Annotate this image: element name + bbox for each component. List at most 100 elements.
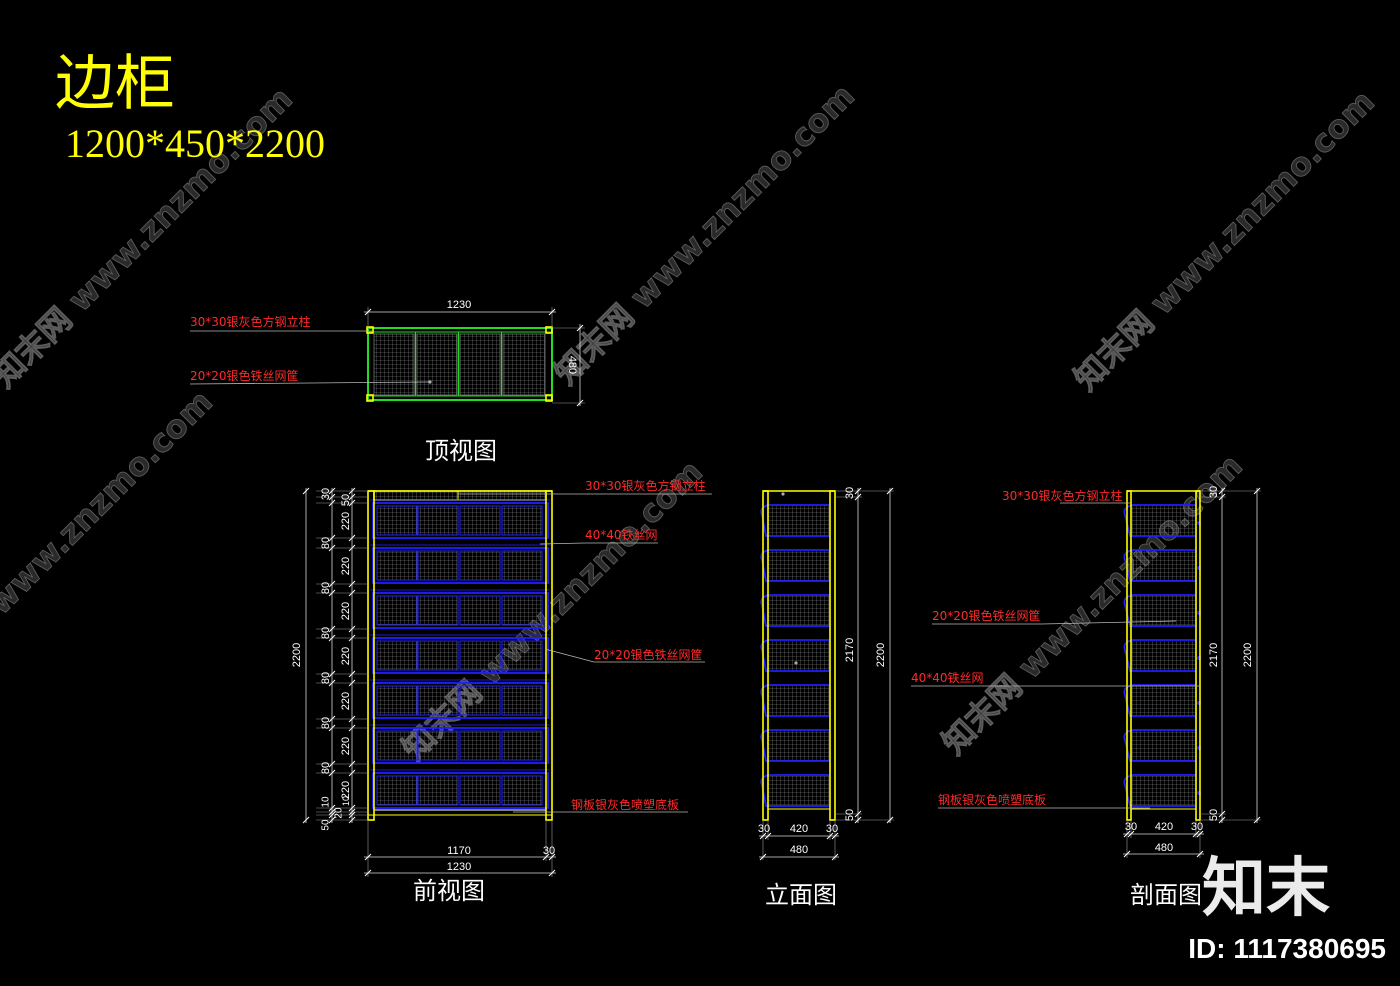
elevation-height-dim: 2200 — [875, 643, 887, 667]
section-basket-mesh — [1132, 731, 1195, 761]
front-basket-mesh-cell — [376, 775, 418, 806]
section-bottom-dim-inner: 420 — [1155, 821, 1173, 833]
elevation-view-label: 立面图 — [765, 881, 837, 909]
dim-tick — [542, 853, 550, 861]
elevation-bottom-dim-post: 30 — [826, 823, 838, 835]
section-height-dim: 2200 — [1242, 643, 1254, 667]
front-left-dim: 20 — [334, 807, 345, 819]
dim-tick — [548, 853, 556, 861]
section-callout-plate: 钢板银灰色喷塑底板 — [938, 792, 1046, 807]
dim-tick — [1253, 487, 1261, 495]
front-view: 2200 30 50 220 80 220 80 220 80 220 80 2… — [291, 478, 712, 905]
top-view-post — [545, 326, 553, 334]
dim-tick — [854, 810, 862, 818]
section-top-dim: 30 — [1208, 486, 1220, 498]
section-bottom-dim: 50 — [1208, 809, 1220, 821]
elevation-center-mark — [794, 661, 798, 665]
dim-tick — [576, 324, 584, 332]
front-bottom-inner-dim: 1170 — [447, 845, 471, 857]
dim-tick — [1196, 830, 1204, 838]
dim-tick — [854, 487, 862, 495]
top-view-label: 顶视图 — [425, 437, 497, 465]
drawing-id: ID: 1117380695 — [1188, 933, 1386, 964]
elevation-basket-mesh — [768, 506, 829, 536]
elevation-basket-group — [760, 504, 829, 807]
front-basket — [372, 592, 549, 629]
elevation-bottom-dim: 50 — [844, 809, 856, 821]
front-bottom-total-dim: 1230 — [447, 861, 471, 873]
front-basket-mesh-cell — [417, 595, 459, 626]
dim-tick — [1218, 487, 1226, 495]
dim-tick — [759, 832, 767, 840]
section-basket-mesh — [1132, 551, 1195, 581]
front-basket-mesh-cell — [376, 550, 418, 581]
dim-tick — [1253, 816, 1261, 824]
front-basket-mesh-cell — [376, 685, 418, 716]
front-left-dim: 80 — [320, 717, 332, 729]
front-left-dim: 80 — [320, 582, 332, 594]
dim-tick — [1218, 816, 1226, 824]
front-left-dim: 50 — [321, 819, 332, 831]
front-basket-mesh-cell — [376, 505, 418, 536]
front-left-dim: 220 — [340, 602, 352, 620]
top-view-callout-post: 30*30银灰色方钢立柱 — [190, 314, 311, 329]
brand-logo: 知末 — [1202, 852, 1330, 926]
front-basket-mesh-cell — [417, 640, 459, 671]
front-leader — [544, 648, 705, 663]
dim-tick — [1192, 830, 1200, 838]
front-basket-mesh-cell — [376, 730, 418, 761]
dim-tick — [831, 832, 839, 840]
front-basket — [372, 772, 549, 809]
dim-tick — [364, 308, 372, 316]
front-basket-mesh-cell — [501, 685, 543, 716]
front-basket-mesh-cell — [501, 775, 543, 806]
top-view-post — [366, 326, 374, 334]
front-left-dim: 220 — [340, 557, 352, 575]
section-basket-mesh — [1132, 776, 1195, 806]
dim-tick — [886, 816, 894, 824]
elevation-basket-mesh — [768, 686, 829, 716]
top-view-leader — [189, 381, 431, 385]
top-view-callout-basket: 20*20银色铁丝网筐 — [190, 368, 299, 383]
section-left-post — [1126, 490, 1132, 821]
elevation-bottom-dim-post: 30 — [758, 823, 770, 835]
front-left-dim: 80 — [320, 762, 332, 774]
front-basket-mesh-cell — [417, 685, 459, 716]
dim-tick — [548, 308, 556, 316]
watermark-text: 知末网 www.znzmo.com — [1067, 83, 1382, 398]
front-callout-post: 30*30银灰色方钢立柱 — [585, 478, 706, 493]
front-bottom-post-dim: 30 — [543, 845, 555, 857]
dim-tick — [1123, 850, 1131, 858]
section-bottom-dim-post: 30 — [1191, 821, 1203, 833]
dim-tick — [826, 832, 834, 840]
elevation-basket-mesh — [768, 596, 829, 626]
front-left-dim: 30 — [320, 488, 332, 500]
front-basket-mesh-cell — [376, 640, 418, 671]
elevation-basket-mesh — [768, 776, 829, 806]
elevation-depth-dim: 480 — [790, 844, 808, 856]
front-top-mesh — [373, 490, 547, 501]
dim-tick — [1127, 830, 1135, 838]
elevation-mid-dim: 2170 — [844, 638, 856, 662]
dim-tick — [364, 869, 372, 877]
front-basket-mesh-cell — [459, 685, 501, 716]
elevation-top-mark — [781, 492, 785, 496]
front-left-dim: 50 — [340, 494, 352, 506]
section-callout-basket: 20*20银色铁丝网筐 — [932, 608, 1041, 623]
front-basket-mesh-cell — [459, 550, 501, 581]
front-basket — [372, 637, 549, 674]
front-basket-mesh-cell — [459, 505, 501, 536]
section-view: 30 2170 50 2200 30 420 30 480 30*30银灰色方钢… — [911, 486, 1261, 909]
section-view-label: 剖面图 — [1130, 881, 1202, 909]
front-basket — [372, 682, 549, 719]
elevation-view: 30 2170 50 2200 30 420 30 480 立面图 — [758, 487, 894, 909]
front-right-post — [545, 490, 553, 821]
front-basket-mesh-cell — [501, 505, 543, 536]
dim-tick — [886, 487, 894, 495]
dim-tick — [1218, 810, 1226, 818]
front-left-dim: 80 — [320, 537, 332, 549]
elevation-basket-mesh — [768, 641, 829, 671]
section-basket-mesh — [1132, 641, 1195, 671]
front-left-dim: 220 — [340, 737, 352, 755]
section-leader — [932, 620, 1177, 625]
